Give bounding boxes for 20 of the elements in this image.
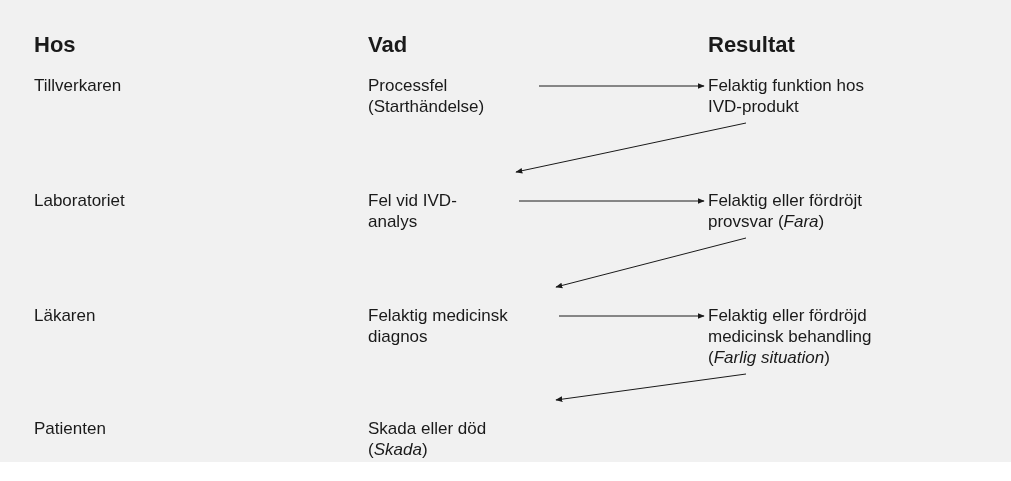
step-text: Felaktig eller fördröjd medicinsk behandling (Farlig situation) (708, 305, 918, 368)
column-heading: Resultat (708, 34, 795, 55)
arrow (515, 122, 747, 174)
arrow (555, 237, 747, 289)
row-label: Tillverkaren (34, 75, 122, 96)
column-heading: Vad (368, 34, 408, 55)
step-text: Felaktig eller fördröjt provsvar (Fara) (708, 190, 908, 232)
row-label: Läkaren (34, 305, 96, 326)
step-text: Skada eller död (Skada) (368, 398, 558, 460)
arrow (538, 83, 705, 89)
row-label: Laboratoriet (34, 190, 125, 211)
row-label: Patienten (34, 418, 106, 439)
step-text: Felaktig medicinsk diagnos (368, 285, 558, 347)
step-text: Fel vid IVD-analys (368, 170, 518, 232)
step-text: Felaktig funktion hos IVD-produkt (708, 75, 893, 117)
arrow (555, 373, 747, 402)
arrow (518, 198, 705, 204)
step-text: Processfel (Starthändelse) (368, 55, 538, 117)
column-heading: Hos (34, 34, 76, 55)
arrow (558, 313, 705, 319)
